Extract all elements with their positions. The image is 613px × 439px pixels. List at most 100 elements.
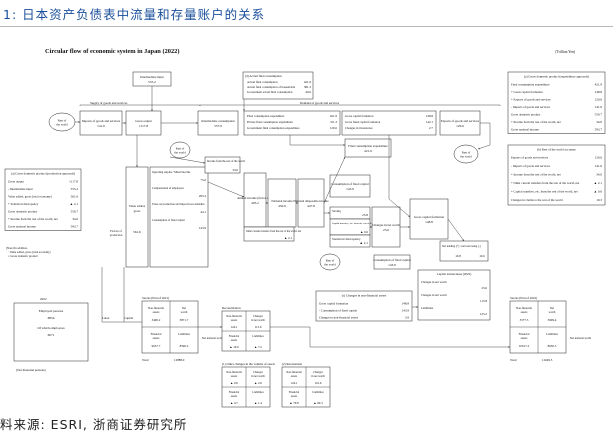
gcf-lower-box-value: 148.8 bbox=[425, 220, 433, 224]
rest-world-accounts-box-row-value: ▲ 2.1 bbox=[594, 181, 603, 185]
gdp-production-box-title: (a) Gross domestic product (production a… bbox=[11, 172, 75, 176]
national-disposable-income-box bbox=[297, 178, 325, 228]
other-changes-box-cell-value: ▲ 0.6 bbox=[230, 381, 238, 385]
other-changes-box-cell-label2: assets bbox=[231, 395, 238, 398]
gdp-production-box bbox=[4, 168, 82, 231]
flow-gcf-nl bbox=[447, 218, 465, 242]
note-label-2: · Value added, gross (total economy) bbox=[8, 250, 51, 254]
gdp-production-box-row-label: - Intermediate input bbox=[8, 187, 33, 191]
intermediate-consumption-box-label: Intermediate consumption bbox=[201, 119, 235, 123]
other-current-label: Other current transfers from the rest of… bbox=[246, 230, 301, 233]
reconciliation-box-cell-label2: in net worth bbox=[251, 319, 265, 322]
rest-world-right-oval-label: Rest of bbox=[462, 151, 471, 155]
actual-consumption-row-value: 421.9 bbox=[304, 80, 312, 84]
rest-world-accounts-box-row-label: Exports of goods and services bbox=[511, 156, 549, 160]
demand-row-value: 311.3 bbox=[330, 120, 337, 124]
changes-net-worth-box-value: 23.6 bbox=[383, 228, 389, 232]
stocks-2022-total-label: Total bbox=[510, 358, 517, 362]
flow-arrowhead bbox=[370, 226, 372, 228]
statistical-discrepancy-box bbox=[329, 234, 371, 248]
gdp-expenditure-box-row-value: 593.7 bbox=[595, 128, 603, 132]
note-label-1: (Note) In addition, bbox=[6, 246, 28, 250]
rest-world-left-oval-label2: the world bbox=[56, 123, 68, 127]
rest-world-mid-oval-label2: the world bbox=[174, 151, 186, 155]
capital-transactions-box bbox=[417, 269, 491, 321]
national-income-box-label: National income bbox=[271, 199, 293, 203]
va-row-value: 44.1 bbox=[200, 210, 206, 214]
unit-label: (Trillion Yen) bbox=[555, 50, 575, 54]
flow-arrowhead bbox=[408, 226, 410, 228]
intermediate-input-box-label: Intermediate input bbox=[140, 75, 164, 79]
actual-consumption-box bbox=[242, 71, 314, 100]
national-disposable-income-box-value: 447.8 bbox=[307, 204, 315, 208]
stocks-2022-cell-label2: assets bbox=[521, 336, 529, 340]
va-row-label: Consumption of fixed capital bbox=[152, 219, 185, 222]
final-consumption-box-label: Final consumption expenditure bbox=[348, 144, 388, 148]
capital-transactions-row-label: Changes in net worth bbox=[421, 280, 447, 284]
rest-world-accounts-box-row-label: + Capital transfers, etc. from the rest … bbox=[511, 190, 578, 195]
gdp-production-box-row-label: Gross output bbox=[8, 180, 24, 184]
employed-title: 2022 bbox=[40, 297, 47, 301]
revaluation-box-cell-label2: assets bbox=[291, 395, 298, 398]
rest-world-accounts-box bbox=[507, 144, 606, 206]
stocks-2022-cell-label2: worth bbox=[549, 310, 556, 314]
other-current-box bbox=[243, 226, 295, 242]
reconciliation-box-cell-value: ▲ 7.2 bbox=[254, 345, 262, 349]
reconciliation-box-cell-label2: assets bbox=[231, 319, 238, 322]
net-lending-box bbox=[439, 240, 489, 262]
capital-transfers-value: ▲ 0.6 bbox=[360, 230, 368, 234]
revaluation-box-title: (2) Revaluation bbox=[282, 362, 302, 366]
gdp-expenditure-box-row-label: Final consumption expenditure bbox=[511, 83, 550, 87]
capital-label: Capital bbox=[124, 316, 133, 320]
consumption-fc-lower-box-label: Consumption of fixed capital bbox=[373, 258, 410, 262]
stocks-2021-cell-label2: assets bbox=[153, 336, 161, 340]
employed-sub: Of which employees bbox=[37, 326, 65, 330]
changes-nonfin-box-row-label: Gross capital formation bbox=[319, 302, 349, 306]
income-row-label: Income from the rest of the world bbox=[207, 160, 245, 163]
stocks-2021-cell-label2: assets bbox=[153, 310, 161, 314]
employed-foot: (Ten thousand persons) bbox=[16, 368, 46, 372]
stocks-2021-cell-value: 3490.2 bbox=[152, 318, 161, 322]
gdp-expenditure-box-row-value: 120.6 bbox=[595, 98, 603, 102]
other-changes-box-cell-label: Changes bbox=[253, 371, 263, 374]
reconciliation-box-cell-label: Non-financial bbox=[226, 315, 242, 318]
gdp-production-box-row-label: Value added, gross (total economy) bbox=[8, 195, 52, 200]
flow-arrowhead bbox=[78, 121, 80, 123]
national-income-box bbox=[267, 178, 297, 228]
stocks-2021-cell-label: Financial bbox=[151, 332, 162, 336]
changes-nonfin-box-row-value: 3.9 bbox=[405, 316, 409, 320]
rest-world-lower-oval bbox=[319, 253, 341, 271]
gross-output-box-value: 1117.8 bbox=[139, 124, 148, 128]
actual-consumption-row-label: Actual final consumption of households bbox=[247, 85, 296, 89]
gdp-production-box-row-label: Gross national income bbox=[8, 225, 36, 229]
gdp-expenditure-box-row-value: 148.8 bbox=[595, 90, 603, 94]
annual-income-box-value: 403.2 bbox=[251, 201, 259, 205]
figure-caption: 1: 日本资产负债表中流量和存量账户的关系 bbox=[3, 7, 266, 22]
revaluation-box-cell-label2: in net worth bbox=[311, 375, 325, 378]
rest-world-accounts-box-row-label: + Other current transfers from the rest … bbox=[511, 181, 579, 186]
gdp-production-box-row-value: 1117.8 bbox=[69, 180, 78, 184]
circular-flow-diagram: Circular flow of economic system in Japa… bbox=[4, 48, 606, 408]
net-lending-label: Net lending (+) / net borrowing (-) bbox=[442, 245, 481, 248]
stocks-2021-cell-label: Liabilities bbox=[178, 332, 191, 336]
flow-arrowhead bbox=[478, 147, 480, 150]
stocks-2021-cell-value: 9657.7 bbox=[152, 344, 161, 348]
flow-ndi-fc bbox=[323, 156, 346, 204]
va-row-value: 75.6 bbox=[200, 178, 206, 182]
value-added-value: 561.6 bbox=[133, 230, 141, 234]
changes-nonfin-box-title: (c) Changes in non-financial assets bbox=[342, 294, 387, 298]
value-added-label2: gross bbox=[134, 209, 141, 213]
va-row-label: Operating surplus / Mixed income bbox=[152, 171, 191, 174]
stocks-2021-cell-label: Net bbox=[182, 306, 186, 310]
employed-label: Employed persons bbox=[39, 309, 64, 313]
rest-world-accounts-box-row-label: + Income from the rest of the world, net bbox=[511, 173, 561, 178]
flow-arrowhead bbox=[124, 122, 126, 124]
rest-world-lower-oval-label2: the world bbox=[324, 263, 336, 267]
rest-world-lower-oval-label: Rest of bbox=[326, 259, 335, 263]
stocks-2022-title: Stocks (End of 2022) bbox=[510, 296, 537, 300]
gcf-lower-box bbox=[409, 198, 449, 240]
stocks-2022-cell-value: 3999.4 bbox=[548, 318, 557, 322]
other-changes-box-cell-label2: assets bbox=[231, 375, 238, 378]
actual-consumption-row-value: 40.6 bbox=[305, 90, 311, 94]
imports-box-label: Imports of goods and services bbox=[82, 119, 121, 123]
